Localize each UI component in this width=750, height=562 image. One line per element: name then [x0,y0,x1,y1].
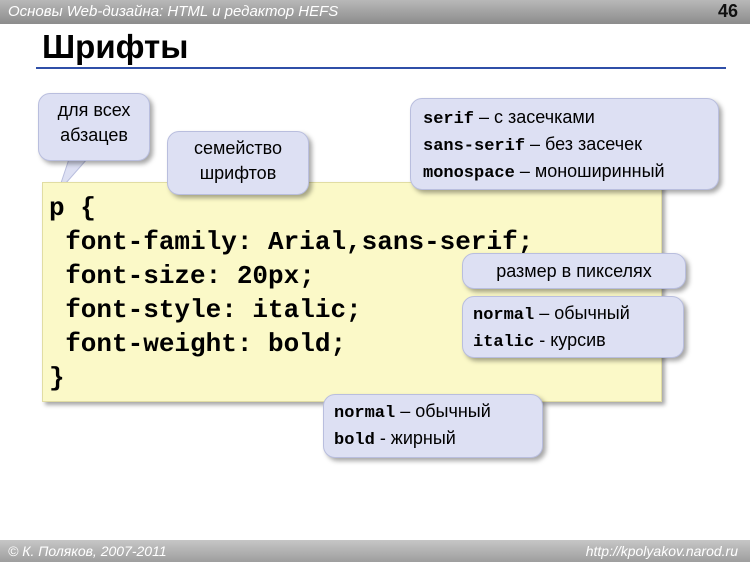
footer-copyright: © К. Поляков, 2007-2011 [8,543,167,559]
generic-family-serif: serif – с засечками [423,107,595,129]
css-code-block: p { font-family: Arial,sans-serif; font-… [42,182,662,402]
callout-font-weight: normal – обычный bold - жирный [323,394,543,458]
callout-all-paragraphs-line2: абзацев [60,125,128,145]
header-bar: Основы Web-дизайна: HTML и редактор HEFS… [0,0,750,24]
code-line-font-size: font-size: 20px; [34,261,315,291]
code-line-font-weight: font-weight: bold; [34,329,347,359]
footer-bar: © К. Поляков, 2007-2011 http://kpolyakov… [0,540,750,562]
generic-family-sans-serif: sans-serif – без засечек [423,134,642,156]
course-subtitle: Основы Web-дизайна: HTML и редактор HEFS [8,3,339,20]
code-line-font-family: font-family: Arial,sans-serif; [34,227,534,257]
callout-font-family: семейство шрифтов [167,131,309,195]
page-number: 46 [717,1,738,21]
font-style-italic: italic - курсив [473,330,606,352]
callout-all-paragraphs-line1: для всех [57,100,131,120]
code-line-close-brace: } [49,363,65,393]
callout-size-pixels: размер в пикселях [462,253,686,289]
slide-title: Шрифты [42,28,189,65]
font-weight-normal: normal – обычный [334,401,491,423]
callout-size-pixels-text: размер в пикселях [496,261,652,281]
font-weight-bold: bold - жирный [334,428,456,450]
callout-generic-families: serif – с засечками sans-serif – без зас… [410,98,719,190]
code-line-font-style: font-style: italic; [34,295,362,325]
callout-font-style: normal – обычный italic - курсив [462,296,684,358]
footer-url: http://kpolyakov.narod.ru [585,543,738,559]
callout-font-family-line2: шрифтов [199,163,277,183]
font-style-normal: normal – обычный [473,303,630,325]
title-divider [36,67,726,69]
code-line-selector: p { [49,193,96,223]
callout-font-family-line1: семейство [193,138,283,158]
generic-family-monospace: monospace – моноширинный [423,161,665,183]
callout-all-paragraphs: для всех абзацев [38,93,150,161]
